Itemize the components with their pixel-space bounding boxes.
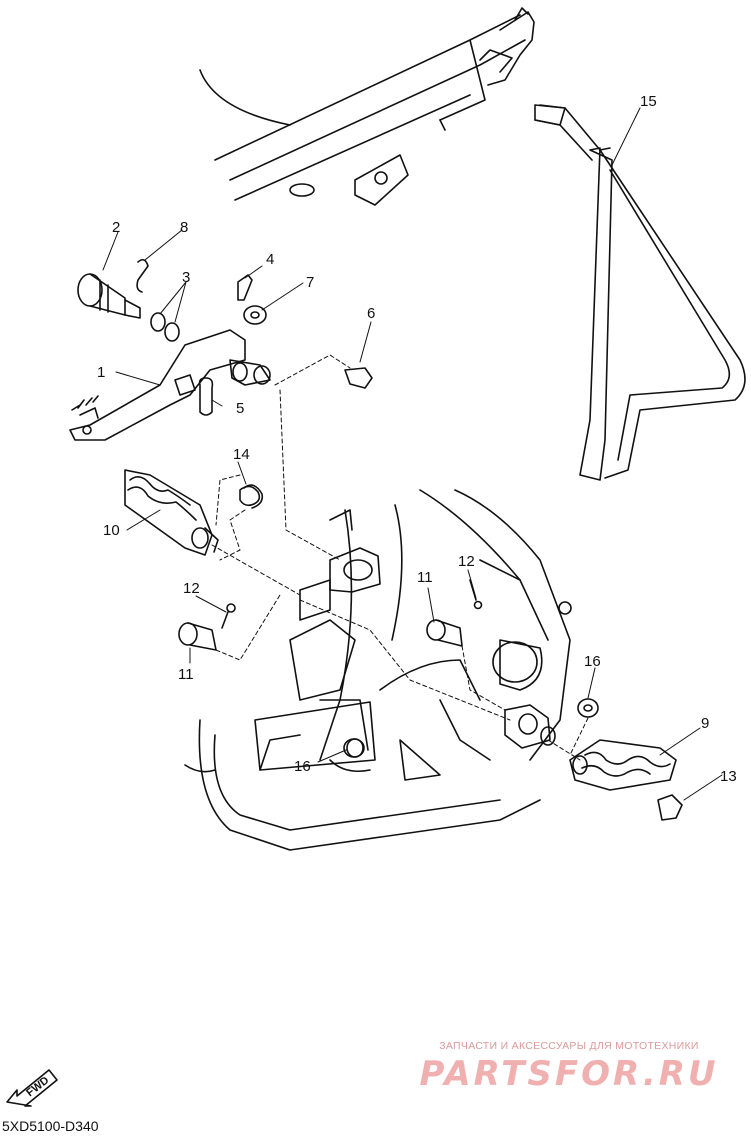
washer-3a <box>150 312 166 332</box>
bolt-11-left <box>178 622 217 651</box>
lower-frame <box>184 489 572 851</box>
pin-12-left <box>226 603 236 613</box>
callout-9: 9 <box>701 715 709 732</box>
washer-3b <box>164 322 180 342</box>
upper-frame <box>199 7 535 206</box>
callout-11-left: 11 <box>178 666 194 683</box>
watermark-logo: PARTSFOR.RU <box>419 1054 719 1094</box>
bushing-16-left <box>343 738 365 758</box>
diagram-code: 5XD5100-D340 <box>2 1118 99 1134</box>
left-footrest <box>124 469 219 556</box>
pin-6 <box>344 367 373 389</box>
callout-15: 15 <box>640 93 657 110</box>
callout-8: 8 <box>180 219 188 236</box>
spring-hook-5 <box>198 377 214 416</box>
watermark-tagline: ЗАПЧАСТИ И АКСЕССУАРЫ ДЛЯ МОТОТЕХНИКИ <box>439 1040 699 1052</box>
assembly-lines <box>211 354 589 761</box>
callout-16-right: 16 <box>584 653 601 670</box>
pin-12-right <box>473 600 483 610</box>
callout-3: 3 <box>182 269 190 286</box>
callout-numbers: 1 2 3 4 5 6 7 8 9 10 11 11 12 12 13 14 1… <box>97 93 737 785</box>
leader-lines <box>102 107 723 801</box>
return-spring-14 <box>239 484 264 509</box>
clip-8 <box>136 258 149 293</box>
callout-5: 5 <box>236 400 244 417</box>
fwd-arrow-icon: FWD <box>6 1069 58 1107</box>
bushing-16-right <box>577 698 599 718</box>
callout-13: 13 <box>720 768 737 785</box>
callout-12-right: 12 <box>458 553 475 570</box>
callout-16-bottom: 16 <box>294 758 311 775</box>
callout-7: 7 <box>306 274 314 291</box>
callout-1: 1 <box>97 364 105 381</box>
pivot-bolt <box>77 273 141 319</box>
callout-11-right: 11 <box>417 569 433 586</box>
callout-14: 14 <box>233 446 250 463</box>
callout-4: 4 <box>266 251 274 268</box>
callout-2: 2 <box>112 219 120 236</box>
washer-7 <box>243 305 267 325</box>
bolt-11-right <box>426 619 463 647</box>
callout-12-left: 12 <box>183 580 200 597</box>
callout-10: 10 <box>103 522 120 539</box>
brake-pedal <box>69 329 271 441</box>
side-stand <box>534 104 746 481</box>
right-footrest <box>569 739 677 791</box>
callout-6: 6 <box>367 305 375 322</box>
watermark: ЗАПЧАСТИ И АКСЕССУАРЫ ДЛЯ МОТОТЕХНИКИ PA… <box>409 1040 729 1094</box>
cotter-pin-4 <box>237 274 253 301</box>
clip-13 <box>657 794 683 821</box>
